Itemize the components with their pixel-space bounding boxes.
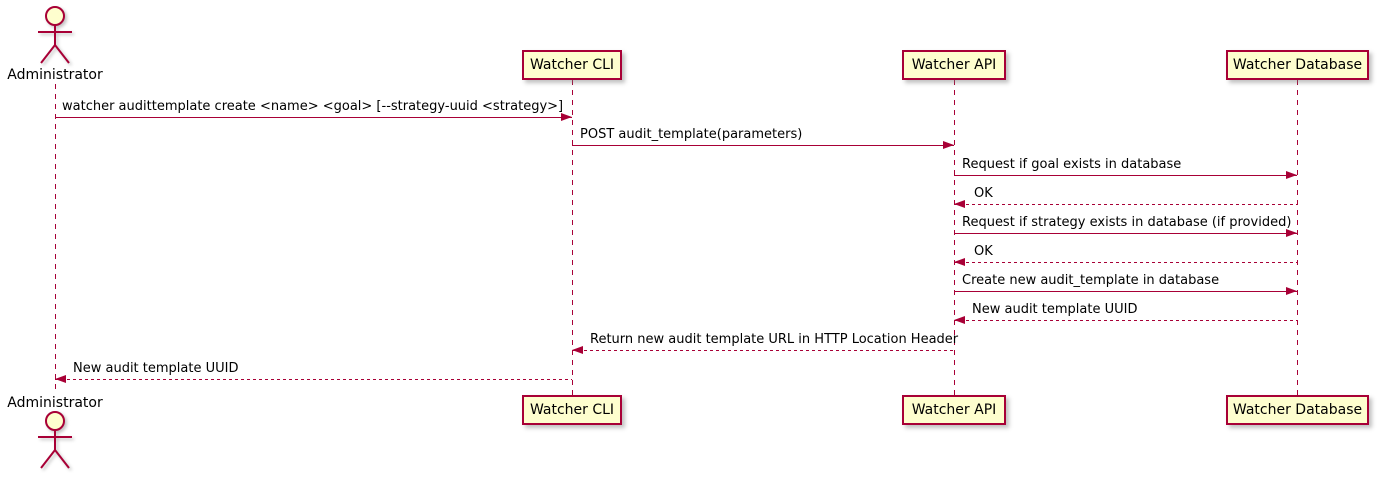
arrowhead-left-icon — [55, 375, 66, 383]
actor-figure-icon — [38, 6, 72, 64]
message-new-uuid-to-admin: New audit template UUID — [55, 361, 572, 383]
participant-box-watcher-api-bottom: Watcher API — [902, 395, 1006, 425]
message-create-audittemplate: watcher audittemplate create <name> <goa… — [55, 99, 572, 121]
message-label: Request if goal exists in database — [962, 157, 1182, 172]
lifeline-watcher-api — [954, 80, 955, 395]
actor-label-bottom: Administrator — [7, 395, 103, 411]
message-label: POST audit_template(parameters) — [580, 127, 803, 142]
arrowhead-right-icon — [943, 141, 954, 149]
message-label: watcher audittemplate create <name> <goa… — [62, 99, 564, 114]
message-line — [572, 350, 954, 351]
lifeline-watcher-cli — [572, 80, 573, 395]
actor-label-top: Administrator — [7, 67, 103, 83]
message-request-goal-exists: Request if goal exists in database — [954, 157, 1297, 179]
lifeline-watcher-database — [1297, 80, 1298, 395]
participant-box-watcher-cli-top: Watcher CLI — [522, 50, 622, 80]
message-label: Request if strategy exists in database (… — [962, 215, 1292, 230]
participant-box-watcher-api-top: Watcher API — [902, 50, 1006, 80]
message-line — [954, 291, 1297, 292]
message-create-audit-template-db: Create new audit_template in database — [954, 273, 1297, 295]
arrowhead-right-icon — [1286, 171, 1297, 179]
message-line — [954, 320, 1297, 321]
message-ok-strategy: OK — [954, 244, 1297, 266]
message-request-strategy-exists: Request if strategy exists in database (… — [954, 215, 1297, 237]
message-line — [954, 262, 1297, 263]
arrowhead-right-icon — [1286, 229, 1297, 237]
message-line — [55, 379, 572, 380]
arrowhead-left-icon — [572, 346, 583, 354]
arrowhead-left-icon — [954, 258, 965, 266]
message-line — [954, 175, 1297, 176]
arrowhead-left-icon — [954, 316, 965, 324]
message-label: New audit template UUID — [972, 302, 1138, 317]
arrowhead-right-icon — [1286, 287, 1297, 295]
arrowhead-right-icon — [561, 113, 572, 121]
message-label: Return new audit template URL in HTTP Lo… — [590, 332, 959, 347]
message-label: Create new audit_template in database — [962, 273, 1220, 288]
arrowhead-left-icon — [954, 200, 965, 208]
participant-box-watcher-database-bottom: Watcher Database — [1226, 395, 1369, 425]
message-return-url-location-header: Return new audit template URL in HTTP Lo… — [572, 332, 958, 354]
message-line — [954, 233, 1297, 234]
message-label: OK — [974, 244, 993, 259]
message-post-audit-template: POST audit_template(parameters) — [572, 127, 954, 149]
lifeline-administrator — [55, 84, 56, 392]
message-label: OK — [974, 186, 993, 201]
message-line — [954, 204, 1297, 205]
message-line — [572, 145, 954, 146]
actor-figure-icon — [38, 411, 72, 469]
message-label: New audit template UUID — [73, 361, 239, 376]
message-ok-goal: OK — [954, 186, 1297, 208]
participant-box-watcher-database-top: Watcher Database — [1226, 50, 1369, 80]
message-line — [55, 117, 572, 118]
participant-box-watcher-cli-bottom: Watcher CLI — [522, 395, 622, 425]
message-new-uuid-from-db: New audit template UUID — [954, 302, 1297, 324]
